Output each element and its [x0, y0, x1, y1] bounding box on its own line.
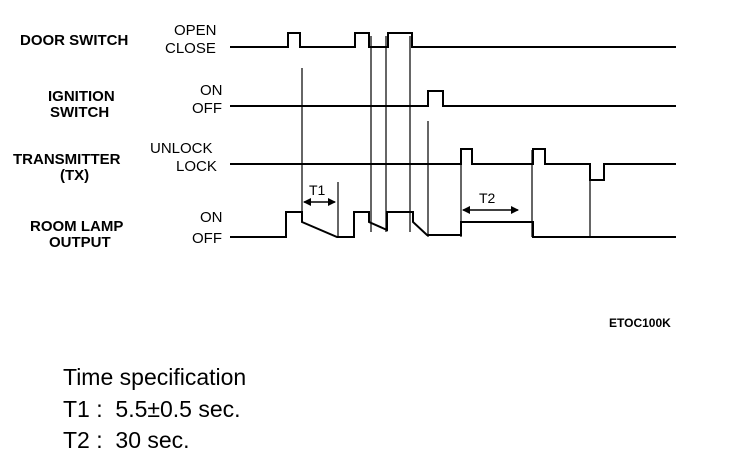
door-close-level: CLOSE	[165, 40, 216, 57]
transmitter-label-line2: (TX)	[60, 167, 89, 184]
tx-unlock-level: UNLOCK	[150, 140, 213, 157]
lamp-on-level: ON	[200, 209, 223, 226]
ignition-off-level: OFF	[192, 100, 222, 117]
time-spec-title: Time specification	[63, 364, 247, 390]
door-switch-waveform	[230, 32, 676, 48]
transmitter-label-line1: TRANSMITTER	[13, 151, 121, 168]
ignition-switch-label-line2: SWITCH	[50, 104, 109, 121]
door-switch-label: DOOR SWITCH	[20, 32, 128, 49]
room-lamp-label-line2: OUTPUT	[49, 234, 111, 251]
room-lamp-waveform	[230, 211, 676, 238]
ignition-switch-label-line1: IGNITION	[48, 88, 115, 105]
t2-label: T2	[479, 190, 496, 206]
t1-label: T1	[309, 182, 326, 198]
room-lamp-label-line1: ROOM LAMP	[30, 218, 123, 235]
ignition-on-level: ON	[200, 82, 223, 99]
ignition-switch-waveform	[230, 90, 676, 107]
figure-code: ETOC100K	[609, 316, 671, 330]
lamp-off-level: OFF	[192, 230, 222, 247]
door-open-level: OPEN	[174, 22, 217, 39]
time-spec-t2: T2 : 30 sec.	[63, 427, 190, 453]
t1-interval-marker	[303, 198, 336, 206]
time-spec-t1: T1 : 5.5±0.5 sec.	[63, 396, 241, 422]
tx-lock-level: LOCK	[176, 158, 217, 175]
t2-interval-marker	[462, 206, 519, 214]
transmitter-waveform	[230, 148, 676, 181]
